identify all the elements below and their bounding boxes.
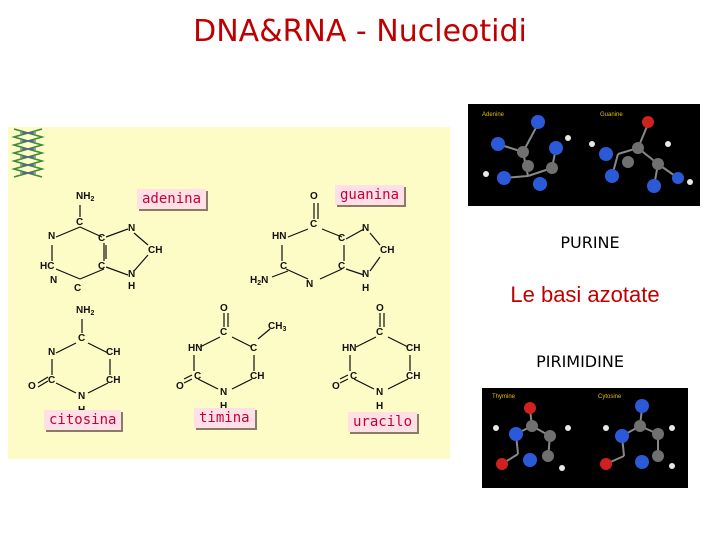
thymine-structure	[183, 313, 271, 390]
svg-text:Adenine: Adenine	[482, 112, 505, 118]
svg-text:N: N	[362, 269, 369, 280]
svg-text:NH2: NH2	[76, 305, 94, 317]
timina-label: timina	[194, 408, 255, 428]
adenine-structure	[51, 205, 149, 280]
dna-helix-icon	[11, 128, 45, 178]
svg-text:C: C	[74, 283, 81, 294]
svg-text:O: O	[376, 303, 384, 314]
svg-text:N: N	[306, 279, 313, 290]
svg-text:N: N	[78, 391, 85, 402]
svg-text:C: C	[78, 333, 85, 344]
svg-text:H: H	[362, 283, 369, 294]
svg-text:HN: HN	[342, 343, 356, 354]
svg-text:CH: CH	[250, 371, 264, 382]
svg-text:C: C	[280, 261, 287, 272]
svg-text:H: H	[376, 401, 383, 412]
svg-text:C: C	[338, 261, 345, 272]
svg-text:HC: HC	[40, 261, 54, 272]
svg-text:C: C	[338, 233, 345, 244]
purine-molecule-models: Adenine Guanine	[468, 104, 700, 206]
adenina-label: adenina	[137, 189, 207, 209]
svg-text:CH: CH	[406, 371, 420, 382]
svg-text:CH: CH	[406, 343, 420, 354]
svg-text:C: C	[76, 217, 83, 228]
guanine-structure	[271, 203, 381, 280]
svg-text:Guanine: Guanine	[600, 112, 623, 118]
svg-text:C: C	[98, 261, 105, 272]
svg-text:NH2: NH2	[76, 191, 94, 203]
svg-text:N: N	[48, 347, 55, 358]
svg-text:C: C	[48, 375, 55, 386]
svg-text:C: C	[250, 343, 257, 354]
svg-text:N: N	[376, 387, 383, 398]
svg-text:N: N	[48, 231, 55, 242]
svg-text:H: H	[128, 281, 135, 292]
svg-text:N: N	[50, 275, 57, 286]
svg-text:HN: HN	[188, 343, 202, 354]
citosina-label: citosina	[44, 410, 122, 430]
svg-text:N: N	[362, 223, 369, 234]
le-basi-azotate-heading: Le basi azotate	[510, 282, 660, 307]
svg-text:Cytosine: Cytosine	[598, 394, 622, 400]
svg-text:CH3: CH3	[268, 321, 286, 333]
purine-caption: PURINE	[560, 233, 620, 252]
pyrimidine-molecule-models: Thymine Cytosine	[482, 388, 688, 488]
slide-title: DNA&RNA - Nucleotidi	[193, 14, 527, 49]
svg-text:CH: CH	[106, 347, 120, 358]
svg-text:N: N	[220, 387, 227, 398]
svg-text:O: O	[332, 381, 340, 392]
svg-text:C: C	[376, 327, 383, 338]
cytosine-structure	[37, 319, 111, 394]
svg-text:O: O	[28, 381, 36, 392]
svg-text:CH: CH	[380, 245, 394, 256]
svg-text:O: O	[176, 381, 184, 392]
svg-text:N: N	[128, 223, 135, 234]
guanina-label: guanina	[335, 185, 405, 205]
pirimidine-caption: PIRIMIDINE	[536, 352, 624, 371]
svg-text:Thymine: Thymine	[492, 394, 516, 400]
svg-text:CH: CH	[148, 245, 162, 256]
svg-text:HN: HN	[272, 231, 286, 242]
svg-text:C: C	[194, 371, 201, 382]
bases-panel	[8, 127, 450, 459]
svg-text:CH: CH	[106, 375, 120, 386]
svg-text:C: C	[98, 233, 105, 244]
svg-text:O: O	[220, 303, 228, 314]
svg-text:C: C	[350, 371, 357, 382]
svg-text:C: C	[310, 219, 317, 230]
uracil-structure	[339, 313, 411, 390]
svg-text:C: C	[220, 327, 227, 338]
uracilo-label: uracilo	[348, 412, 418, 432]
svg-text:H2N: H2N	[250, 275, 268, 287]
svg-text:N: N	[128, 269, 135, 280]
svg-text:H: H	[220, 401, 227, 412]
svg-text:O: O	[310, 191, 318, 202]
